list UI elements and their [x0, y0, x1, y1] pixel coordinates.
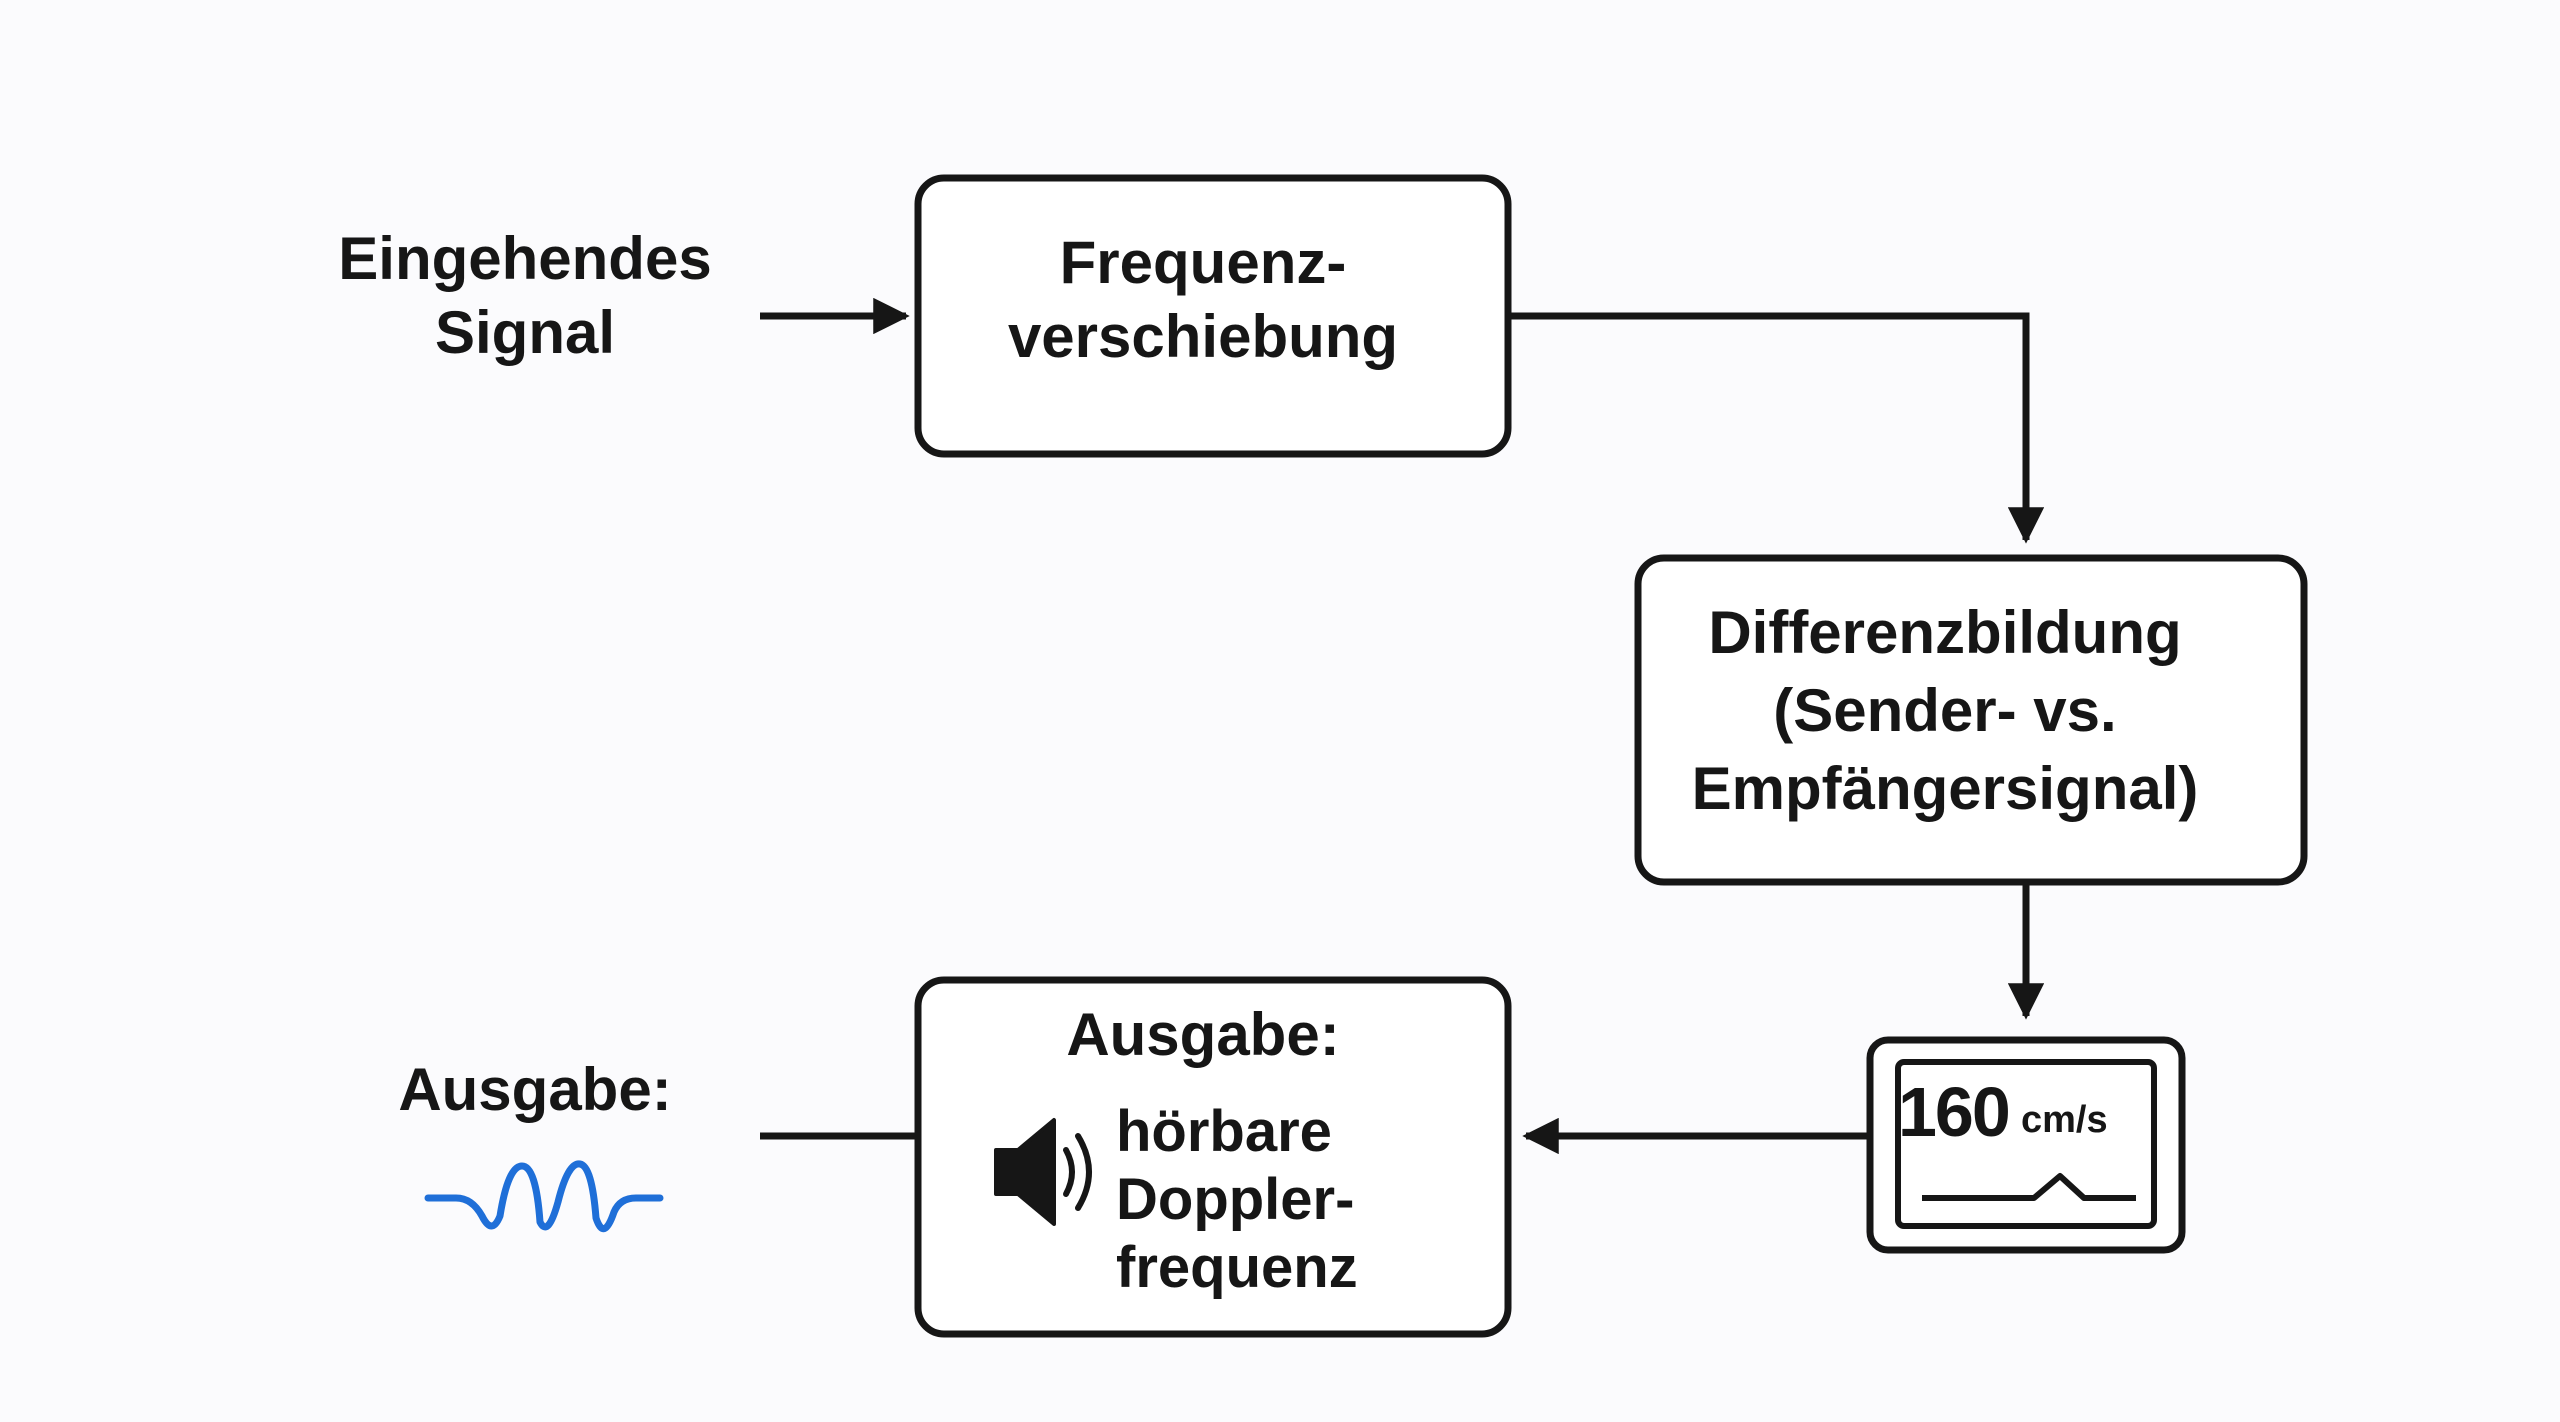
input-signal-label: Eingehendes Signal — [275, 222, 775, 371]
display-speed-value: 160 — [1898, 1073, 2011, 1151]
difference-label: Differenzbildung (Sender- vs. Empfängers… — [1615, 594, 2275, 828]
difference-line3: Empfängersignal) — [1691, 755, 2199, 822]
frequency-shift-line2: verschiebung — [1007, 303, 1399, 371]
output-box-line1: hörbare — [1116, 1099, 1332, 1164]
input-label-line2: Signal — [434, 299, 616, 367]
output-box-line2: Doppler- — [1116, 1166, 1355, 1232]
output-box-title: Ausgabe: — [1066, 1001, 1340, 1068]
speaker-icon — [994, 1118, 1092, 1226]
frequency-shift-line1: Frequenz- — [1059, 229, 1347, 296]
display-speed-unit: cm/s — [2021, 1099, 2108, 1141]
difference-box — [1634, 554, 2308, 886]
frequency-shift-label: Frequenz- verschiebung — [908, 226, 1498, 375]
monitor-trace — [1922, 1173, 2136, 1201]
output-label: Ausgabe: — [398, 1056, 672, 1123]
monitor-icon — [1866, 1036, 2186, 1254]
output-box-description: hörbare Doppler- frequenz — [1116, 1098, 1358, 1302]
input-label-line1: Eingehendes — [338, 225, 712, 292]
output-box — [914, 976, 1512, 1338]
output-box-line3: frequenz — [1116, 1234, 1358, 1300]
difference-line1: Differenzbildung — [1708, 599, 2182, 666]
difference-line2: (Sender- vs. — [1773, 677, 2117, 744]
arrow-shift-to-difference — [1508, 312, 2045, 544]
waveform-icon — [424, 1160, 664, 1232]
